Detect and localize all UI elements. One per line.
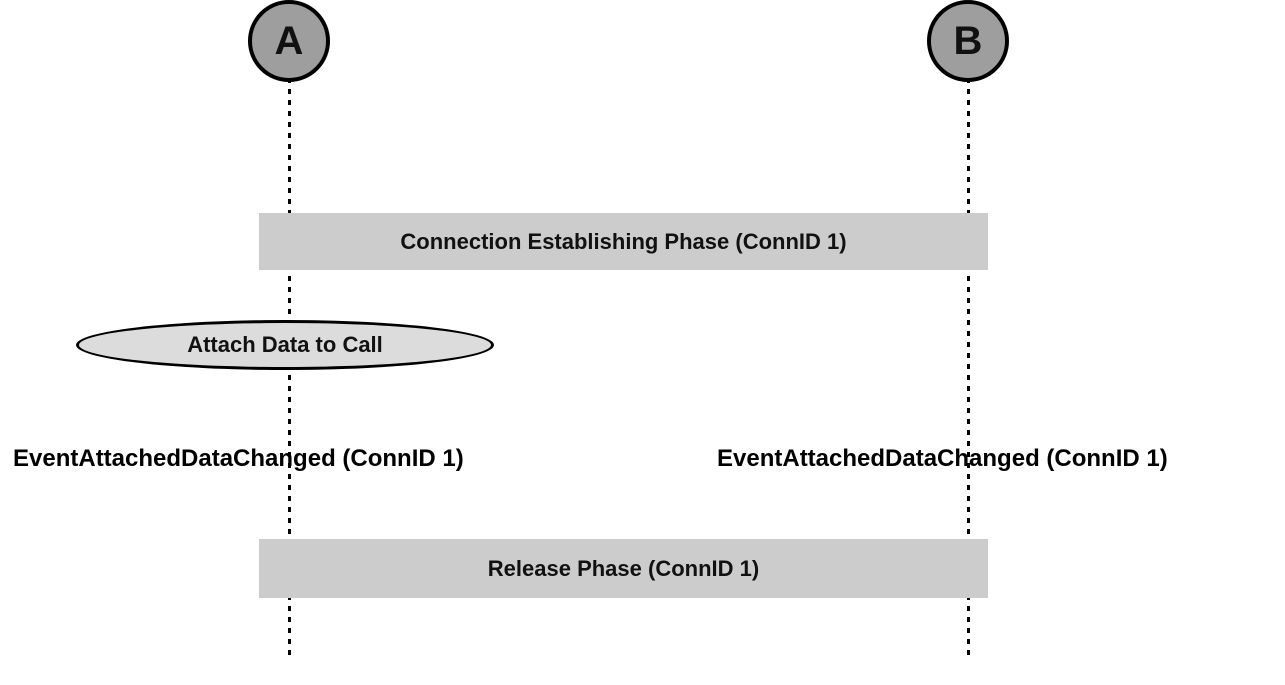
phase-bar-release[interactable]: Release Phase (ConnID 1) xyxy=(259,539,988,598)
actor-node-a[interactable]: A xyxy=(248,0,330,82)
phase-bar-connection-establishing-label: Connection Establishing Phase (ConnID 1) xyxy=(400,228,847,254)
action-ellipse-attach-data-to-call[interactable]: Attach Data to Call xyxy=(76,320,494,370)
lifeline-b xyxy=(967,78,970,656)
event-label-actor-b: EventAttachedDataChanged (ConnID 1) xyxy=(717,445,1168,472)
actor-node-b[interactable]: B xyxy=(927,0,1009,82)
actor-a-label: A xyxy=(274,19,304,63)
phase-bar-release-label: Release Phase (ConnID 1) xyxy=(487,555,760,581)
action-ellipse-label: Attach Data to Call xyxy=(187,332,383,357)
phase-bar-connection-establishing[interactable]: Connection Establishing Phase (ConnID 1) xyxy=(259,213,988,270)
event-label-actor-a: EventAttachedDataChanged (ConnID 1) xyxy=(13,445,464,472)
actor-b-label: B xyxy=(953,19,983,63)
